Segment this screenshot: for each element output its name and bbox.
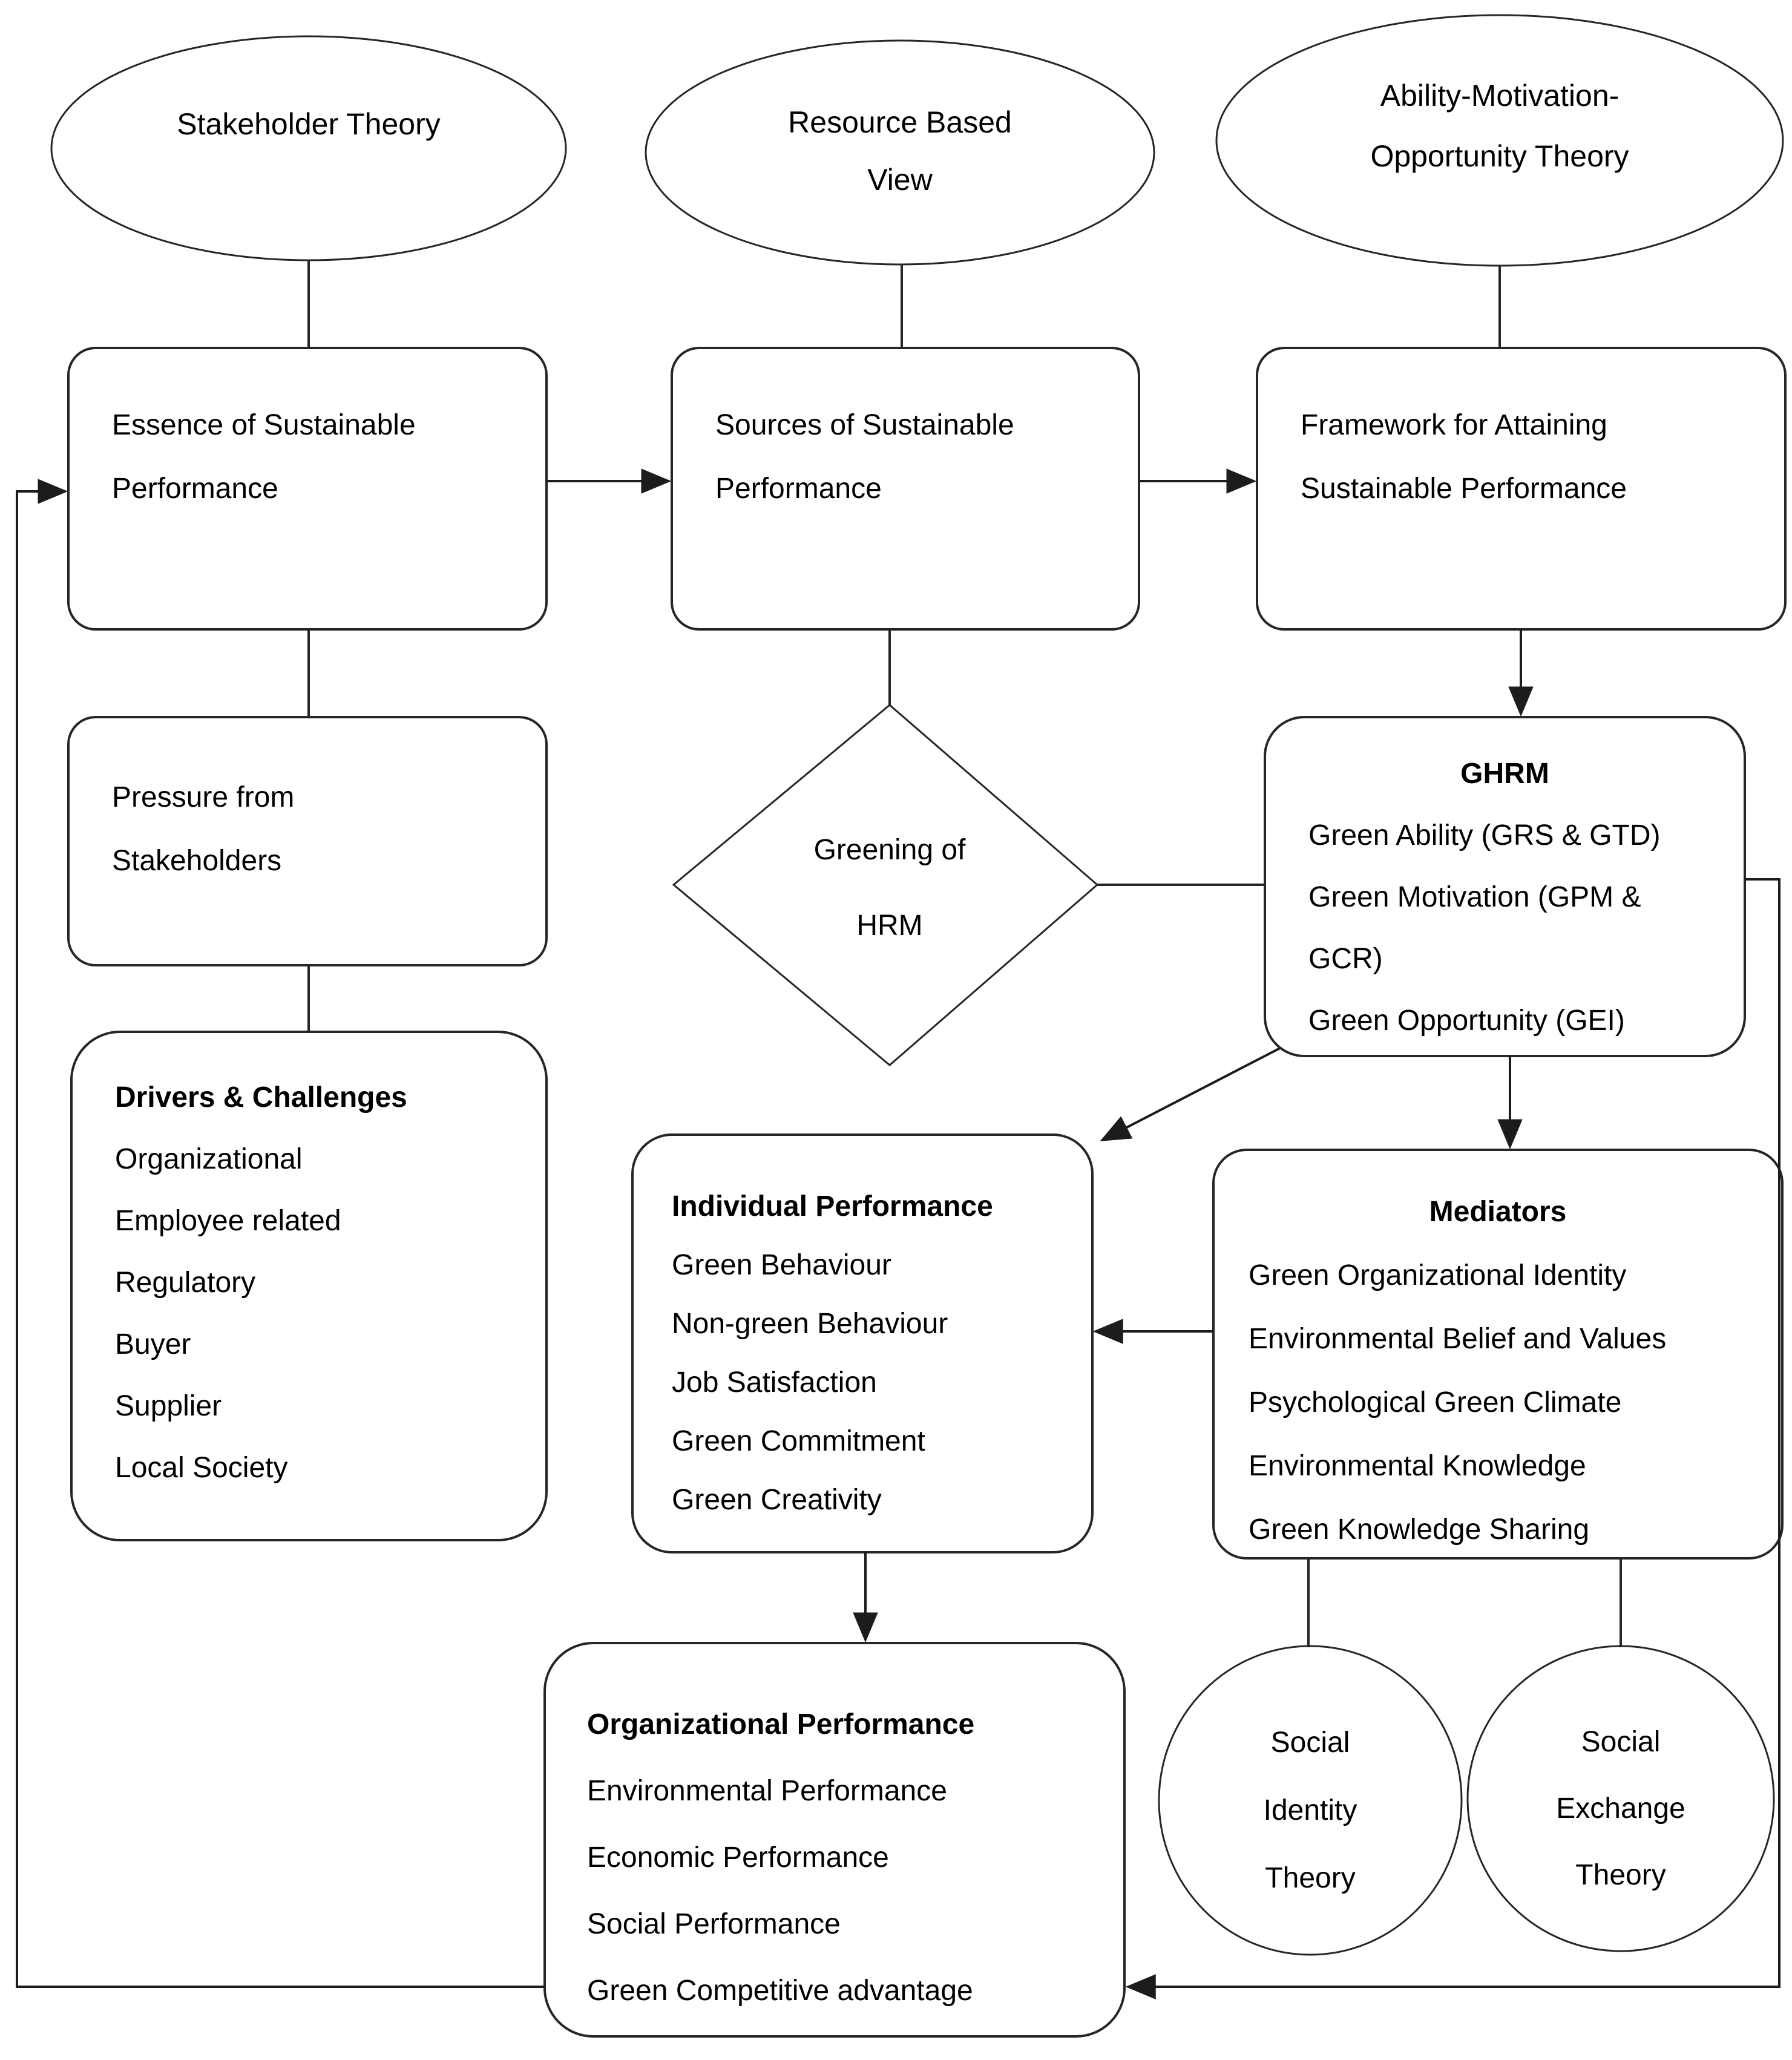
individual-performance-item: Job Satisfaction xyxy=(672,1366,877,1399)
essence-box-label: Essence of Sustainable Performance xyxy=(112,393,511,520)
framework-line2: Sustainable Performance xyxy=(1301,473,1627,505)
stakeholder-theory-label: Stakeholder Theory xyxy=(97,91,520,157)
greening-of-hrm-label: Greening of HRM xyxy=(738,812,1041,963)
drivers-item: Organizational xyxy=(115,1143,303,1175)
greening-line1: Greening of xyxy=(813,834,966,866)
amo-line1: Ability-Motivation- xyxy=(1380,79,1620,113)
mediators-item: Psychological Green Climate xyxy=(1249,1386,1622,1419)
resource-based-view-label: Resource Based View xyxy=(688,94,1112,209)
mediators-box xyxy=(1212,1149,1784,1560)
ghrm-title: GHRM xyxy=(1460,758,1549,790)
individual-performance-title: Individual Performance xyxy=(672,1190,993,1222)
organizational-performance-item: Environmental Performance xyxy=(587,1775,947,1807)
sources-box xyxy=(671,347,1140,631)
exchange-line2: Exchange xyxy=(1556,1793,1685,1825)
exchange-line3: Theory xyxy=(1575,1859,1666,1891)
exchange-line1: Social xyxy=(1581,1726,1661,1758)
ghrm-item: Green Ability (GRS & GTD) xyxy=(1308,819,1661,851)
drivers-title: Drivers & Challenges xyxy=(115,1081,407,1114)
organizational-performance-item: Social Performance xyxy=(587,1908,841,1940)
essence-line1: Essence of Sustainable xyxy=(112,409,416,441)
greening-of-hrm-diamond xyxy=(672,704,1099,1066)
framework-line1: Framework for Attaining xyxy=(1301,409,1607,441)
drivers-item: Regulatory xyxy=(115,1267,256,1299)
greening-line2: HRM xyxy=(856,910,923,942)
social-exchange-theory-label: Social Exchange Theory xyxy=(1500,1709,1742,1909)
ghrm-box xyxy=(1264,716,1746,1057)
ghrm-item: Green Opportunity (GEI) xyxy=(1308,1005,1625,1037)
sources-line1: Sources of Sustainable xyxy=(715,409,1014,441)
amo-line2: Opportunity Theory xyxy=(1370,139,1629,173)
drivers-item: Buyer xyxy=(115,1328,191,1360)
ghrm-box-label: GHRM Green Ability (GRS & GTD) Green Mot… xyxy=(1265,743,1745,1052)
sources-box-label: Sources of Sustainable Performance xyxy=(715,393,1115,520)
mediators-box-label: Mediators Green Organizational Identity … xyxy=(1213,1180,1782,1561)
sources-line2: Performance xyxy=(715,473,882,505)
drivers-item: Supplier xyxy=(115,1390,222,1422)
essence-line2: Performance xyxy=(112,473,278,505)
mediators-item: Green Organizational Identity xyxy=(1249,1259,1627,1291)
individual-performance-item: Green Behaviour xyxy=(672,1249,891,1281)
drivers-box-label: Drivers & Challenges Organizational Empl… xyxy=(115,1067,527,1499)
individual-performance-item: Green Commitment xyxy=(672,1425,925,1457)
identity-line2: Identity xyxy=(1263,1794,1357,1826)
individual-performance-box xyxy=(631,1133,1094,1553)
individual-performance-box-label: Individual Performance Green Behaviour N… xyxy=(672,1177,1083,1529)
pressure-box-label: Pressure from Stakeholders xyxy=(112,766,499,893)
ghrm-item: GCR) xyxy=(1308,943,1383,975)
organizational-performance-title: Organizational Performance xyxy=(587,1708,975,1740)
mediators-item: Environmental Knowledge xyxy=(1249,1450,1586,1482)
social-identity-theory-label: Social Identity Theory xyxy=(1189,1709,1431,1912)
organizational-performance-item: Green Competitive advantage xyxy=(587,1975,973,2007)
rbv-line1: Resource Based xyxy=(788,105,1012,139)
drivers-item: Employee related xyxy=(115,1205,341,1237)
drivers-item: Local Society xyxy=(115,1452,288,1484)
rbv-line2: View xyxy=(867,163,933,197)
framework-box-label: Framework for Attaining Sustainable Perf… xyxy=(1301,393,1773,520)
mediators-title: Mediators xyxy=(1429,1196,1567,1228)
arrow-ghrm-feedback-to-organizational xyxy=(1125,878,1781,1999)
resource-based-view-ellipse xyxy=(645,39,1155,266)
mediators-item: Environmental Belief and Values xyxy=(1249,1323,1667,1355)
mediators-item: Green Knowledge Sharing xyxy=(1249,1514,1590,1546)
pressure-line1: Pressure from xyxy=(112,781,295,813)
amo-theory-label: Ability-Motivation- Opportunity Theory xyxy=(1288,65,1712,186)
identity-line1: Social xyxy=(1270,1727,1350,1759)
individual-performance-item: Non-green Behaviour xyxy=(672,1308,948,1340)
arrow-ghrm-to-individual xyxy=(1100,1047,1281,1141)
pressure-line2: Stakeholders xyxy=(112,845,282,877)
organizational-performance-box xyxy=(543,1642,1126,2038)
ghrm-item: Green Motivation (GPM & xyxy=(1308,881,1641,913)
organizational-performance-box-label: Organizational Performance Environmental… xyxy=(587,1691,1114,2024)
organizational-performance-item: Economic Performance xyxy=(587,1842,889,1874)
arrow-organizational-feedback-to-essence xyxy=(16,479,545,1988)
individual-performance-item: Green Creativity xyxy=(672,1484,882,1516)
identity-line3: Theory xyxy=(1265,1862,1356,1894)
social-identity-theory-circle xyxy=(1158,1645,1463,1956)
stakeholder-theory-text: Stakeholder Theory xyxy=(177,107,441,141)
